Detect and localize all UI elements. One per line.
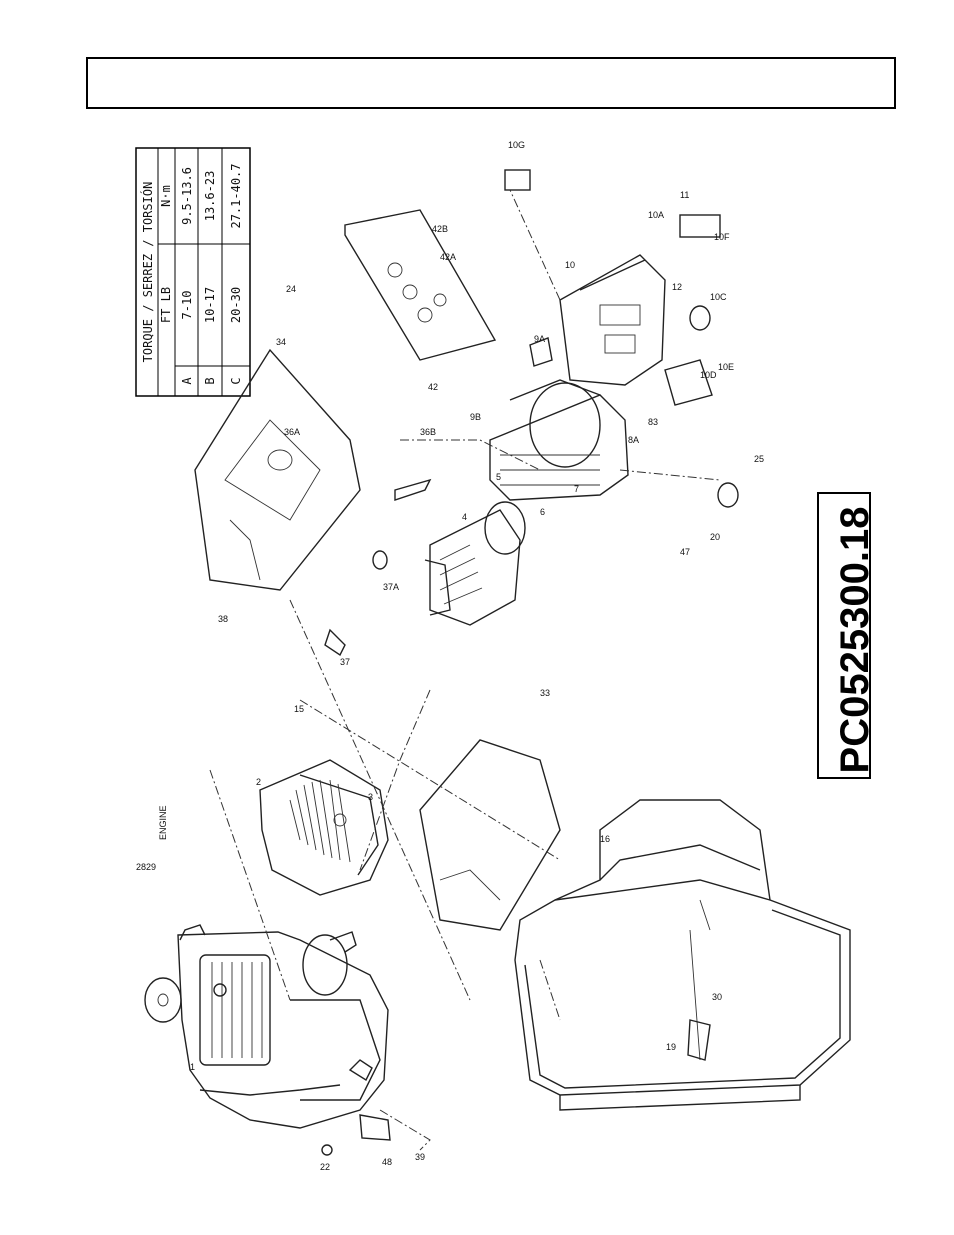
rotor (424, 501, 526, 626)
torque-col-ftlb: FT LB (159, 287, 173, 323)
fan-37 (324, 628, 346, 657)
stator (489, 379, 629, 501)
document-code-box (817, 492, 871, 779)
label-p33: 33 (540, 688, 550, 698)
capacitor-10c (689, 305, 711, 331)
label-p10g: 10G (508, 140, 525, 150)
label-p36a: 36A (284, 427, 300, 437)
control-panel (344, 209, 497, 361)
label-p20: 20 (710, 532, 720, 542)
label-engine: ENGINE (158, 805, 168, 840)
bolt-38 (213, 983, 227, 997)
label-p37a: 37A (383, 582, 399, 592)
torque-col-nm: N·m (159, 185, 173, 207)
torque-row-1-nm: 9.5-13.6 (180, 167, 194, 225)
adapter-housing (259, 759, 389, 896)
torque-row-3-nm: 27.1-40.7 (229, 163, 243, 228)
label-p8a: 8A (628, 435, 639, 445)
label-p15: 15 (294, 704, 304, 714)
bolt-36b (394, 478, 432, 501)
belly-pan (419, 739, 561, 931)
label-p12: 12 (672, 282, 682, 292)
label-p38: 38 (218, 614, 228, 624)
label-p25: 25 (754, 454, 764, 464)
label-p11: 11 (680, 190, 689, 200)
part-10f (679, 214, 721, 238)
label-p47: 47 (680, 547, 690, 557)
control-box (529, 254, 666, 386)
label-p34: 34 (276, 337, 286, 347)
label-p42a: 42A (440, 252, 456, 262)
bearing-37a (372, 550, 388, 570)
torque-row-1-mark: A (180, 377, 194, 385)
label-p36b: 36B (420, 427, 436, 437)
label-p83: 83 (648, 417, 658, 427)
label-p42b: 42B (432, 224, 448, 234)
frame (514, 799, 851, 1111)
label-p9a: 9A (534, 334, 545, 344)
label-p10c: 10C (710, 292, 727, 302)
label-p2: 2 (256, 777, 261, 787)
torque-row-3-mark: C (229, 377, 243, 384)
engine-assembly (144, 924, 391, 1141)
label-p5: 5 (496, 472, 501, 482)
connector-10g (504, 169, 531, 191)
bracket-10e (664, 359, 713, 406)
label-p10f: 10F (714, 232, 730, 242)
nut-22 (321, 1144, 333, 1156)
label-p10a: 10A (648, 210, 664, 220)
top-cover (194, 348, 361, 591)
label-p9b: 9B (470, 412, 481, 422)
label-p22: 22 (320, 1162, 330, 1172)
label-p10e: 10E (718, 362, 734, 372)
torque-row-2-nm: 13.6-23 (203, 171, 217, 222)
label-p19: 19 (666, 1042, 676, 1052)
bracket-19 (687, 1019, 711, 1061)
torque-row-1-ftlb: 7-10 (180, 291, 194, 320)
header-box (86, 57, 896, 109)
label-p28: 28 (136, 862, 146, 872)
label-p7: 7 (574, 484, 579, 494)
mount-20 (717, 482, 739, 508)
label-p4: 4 (462, 512, 467, 522)
label-p48: 48 (382, 1157, 392, 1167)
label-p29: 29 (146, 862, 156, 872)
label-p37: 37 (340, 657, 350, 667)
torque-table-title: TORQUE / SERREZ / TORSIÓN (140, 182, 155, 363)
label-p42: 42 (428, 382, 438, 392)
label-p39: 39 (415, 1152, 425, 1162)
label-p30: 30 (712, 992, 722, 1002)
torque-row-3-ftlb: 20-30 (229, 287, 243, 323)
torque-table: TORQUE / SERREZ / TORSIÓN FT LB N·m A 7-… (135, 147, 251, 397)
label-p24: 24 (286, 284, 296, 294)
label-p10: 10 (565, 260, 575, 270)
torque-row-2-ftlb: 10-17 (203, 287, 217, 323)
label-p10d: 10D (700, 370, 717, 380)
label-p16: 16 (600, 834, 610, 844)
label-p1: 1 (190, 1062, 195, 1072)
label-p3: 3 (368, 792, 373, 802)
label-p6: 6 (540, 507, 545, 517)
torque-row-2-mark: B (203, 377, 217, 384)
